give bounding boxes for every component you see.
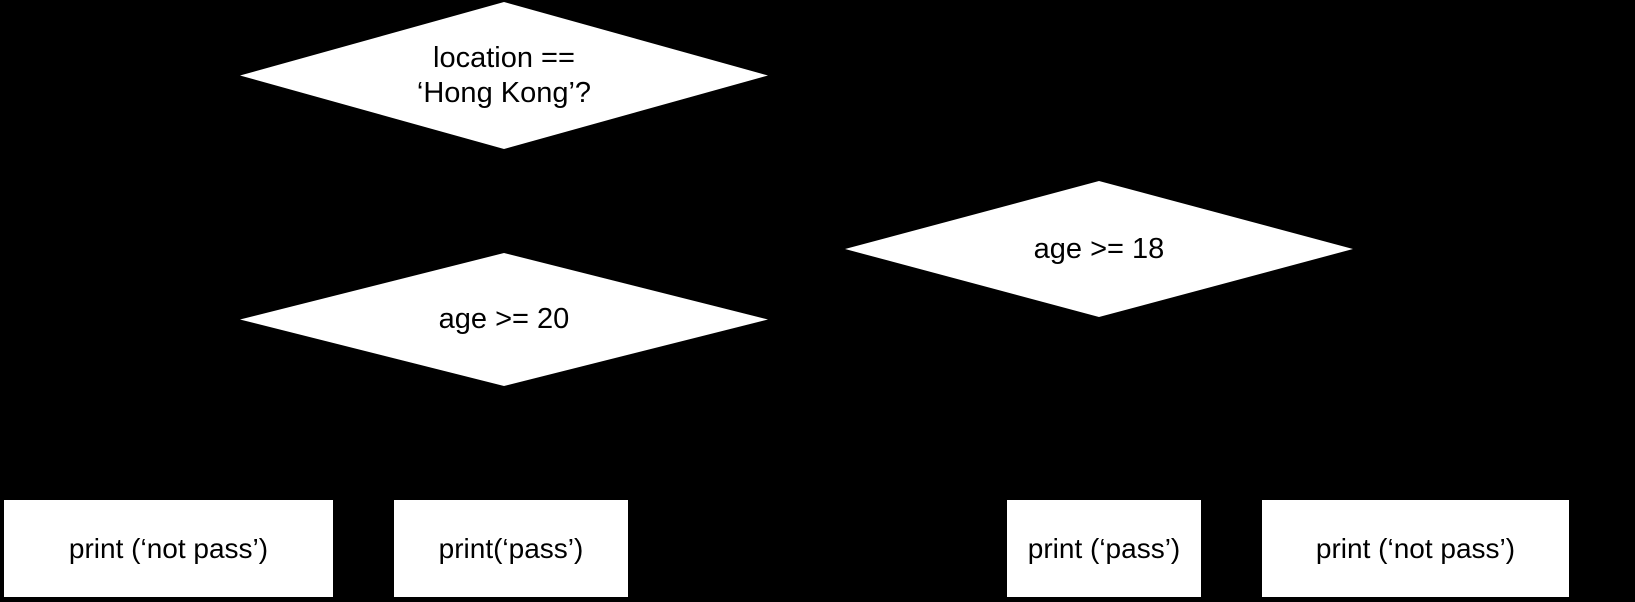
decision-node-location: location == ‘Hong Kong’? (240, 2, 768, 149)
decision-node-age-18: age >= 18 (845, 181, 1353, 317)
decision-node-age-20: age >= 20 (240, 253, 768, 386)
process-node-not-pass-left: print (‘not pass’) (4, 500, 333, 597)
process-node-not-pass-right: print (‘not pass’) (1262, 500, 1569, 597)
process-node-pass-right: print (‘pass’) (1007, 500, 1201, 597)
process-node-pass-left: print(‘pass’) (394, 500, 628, 597)
